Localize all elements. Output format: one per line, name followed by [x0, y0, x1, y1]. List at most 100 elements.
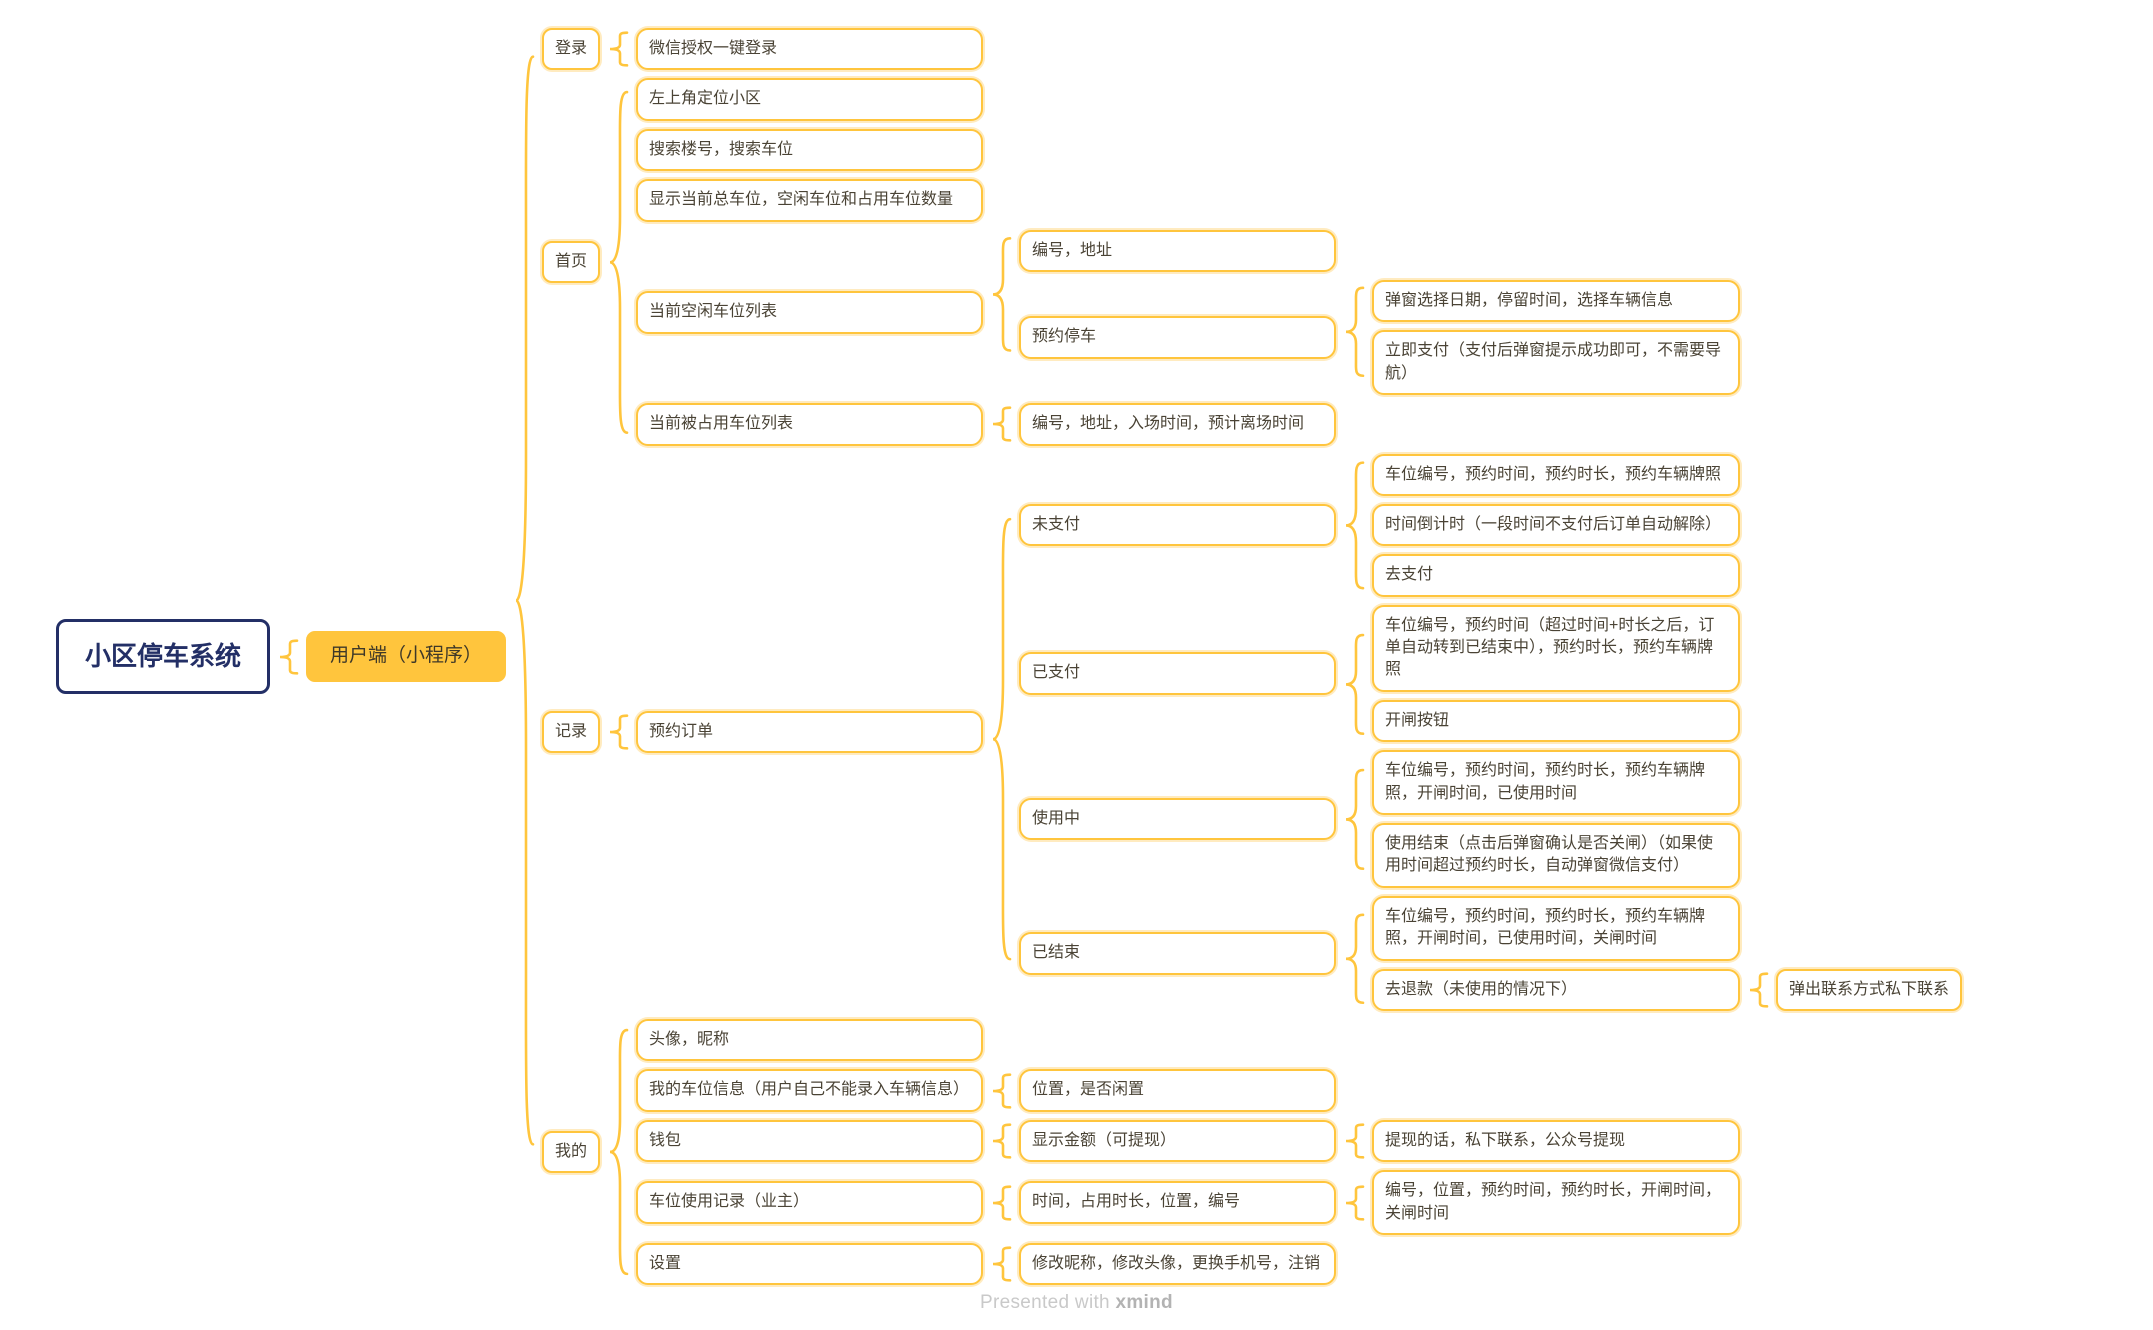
- topic-reserve-popup[interactable]: 弹窗选择日期，停留时间，选择车辆信息: [1372, 279, 1741, 323]
- children-of-records: 预约订单 未支付车位编号，预约时间，预约时长，预约车辆牌照时间倒计时（一段时间不支…: [636, 453, 1963, 1011]
- branch-paid-open-gate: 开闸按钮: [1372, 699, 1741, 743]
- topic-home-search[interactable]: 搜索楼号，搜索车位: [636, 128, 984, 172]
- children-of-paid: 车位编号，预约时间（超过时间+时长之后，订单自动转到已结束中），预约时长，预约车…: [1372, 604, 1741, 743]
- brace-connector-icon: [1341, 1124, 1367, 1158]
- topic-root[interactable]: 小区停车系统: [56, 619, 271, 694]
- topic-usage-detail[interactable]: 编号，位置，预约时间，预约时长，开闸时间，关闸时间: [1372, 1170, 1741, 1235]
- brace-wrap: [1341, 750, 1367, 888]
- topic-unpaid-gopay[interactable]: 去支付: [1372, 554, 1741, 597]
- topic-parking-location-idle[interactable]: 位置，是否闲置: [1019, 1069, 1337, 1112]
- brace-connector-icon: [988, 407, 1014, 441]
- branch-in-use: 使用中车位编号，预约时间，预约时长，预约车辆牌照，开闸时间，已使用时间使用结束（…: [1019, 750, 1962, 888]
- topic-records[interactable]: 记录: [542, 711, 601, 754]
- topic-usage-info[interactable]: 时间，占用时长，位置，编号: [1019, 1181, 1337, 1224]
- children-of-mine-settings: 修改昵称，修改头像，更换手机号，注销: [1019, 1242, 1337, 1286]
- topic-home-occupied-list[interactable]: 当前被占用车位列表: [636, 403, 984, 446]
- topic-inuse-end[interactable]: 使用结束（点击后弹窗确认是否关闸）（如果使用时间超过预约时长，自动弹窗微信支付）: [1372, 823, 1741, 888]
- brace-wrap: [511, 28, 537, 1285]
- topic-occupied-info[interactable]: 编号，地址，入场时间，预计离场时间: [1019, 403, 1337, 446]
- branch-root: 小区停车系统用户端（小程序）登录微信授权一键登录首页左上角定位小区搜索楼号，搜索…: [56, 28, 1963, 1286]
- branch-login: 登录微信授权一键登录: [542, 28, 1962, 71]
- brace-connector-icon: [1341, 768, 1367, 871]
- topic-home-stats[interactable]: 显示当前总车位，空闲车位和占用车位数量: [636, 179, 984, 222]
- brace-connector-icon: [1341, 633, 1367, 736]
- branch-wallet-balance: 显示金额（可提现） 提现的话，私下联系，公众号提现: [1019, 1119, 1741, 1163]
- branch-inuse-info: 车位编号，预约时间，预约时长，预约车辆牌照，开闸时间，已使用时间: [1372, 750, 1741, 816]
- brace-connector-icon: [1341, 460, 1367, 591]
- children-of-root: 用户端（小程序）登录微信授权一键登录首页左上角定位小区搜索楼号，搜索车位显示当前…: [306, 28, 1963, 1286]
- branch-inuse-end: 使用结束（点击后弹窗确认是否关闸）（如果使用时间超过预约时长，自动弹窗微信支付）: [1372, 823, 1741, 888]
- topic-unpaid[interactable]: 未支付: [1019, 503, 1337, 547]
- topic-paid-info[interactable]: 车位编号，预约时间（超过时间+时长之后，订单自动转到已结束中），预约时长，预约车…: [1372, 604, 1741, 692]
- brace-wrap: [1341, 1170, 1367, 1235]
- branch-refund-contact: 弹出联系方式私下联系: [1776, 968, 1963, 1011]
- brace-wrap: [988, 454, 1014, 1011]
- topic-unpaid-info[interactable]: 车位编号，预约时间，预约时长，预约车辆牌照: [1372, 453, 1741, 496]
- topic-finished[interactable]: 已结束: [1019, 932, 1337, 975]
- branch-reserve-orders: 预约订单 未支付车位编号，预约时间，预约时长，预约车辆牌照时间倒计时（一段时间不支…: [636, 453, 1963, 1011]
- topic-mine-parking-info[interactable]: 我的车位信息（用户自己不能录入车辆信息）: [636, 1069, 984, 1112]
- branch-home-occupied-list: 当前被占用车位列表编号，地址，入场时间，预计离场时间: [636, 403, 1740, 446]
- topic-reserve-orders[interactable]: 预约订单: [636, 711, 984, 754]
- topic-mine-avatar-nickname[interactable]: 头像，昵称: [636, 1018, 984, 1062]
- topic-wallet-balance[interactable]: 显示金额（可提现）: [1019, 1119, 1337, 1163]
- footer-text: Presented with: [980, 1292, 1116, 1313]
- brace-wrap: [605, 78, 631, 445]
- branch-mine-avatar-nickname: 头像，昵称: [636, 1018, 1740, 1062]
- branch-login-wechat-onekey: 微信授权一键登录: [636, 28, 984, 71]
- brace-wrap: [275, 28, 301, 1285]
- brace-connector-icon: [988, 1186, 1014, 1220]
- brace-wrap: [1341, 280, 1367, 395]
- topic-mine[interactable]: 我的: [542, 1130, 601, 1174]
- brace-connector-icon: [275, 640, 301, 674]
- brace-wrap: [988, 403, 1014, 445]
- branch-home-locate-community: 左上角定位小区: [636, 78, 1740, 121]
- branch-reserve-pay-now: 立即支付（支付后弹窗提示成功即可，不需要导航）: [1372, 330, 1741, 396]
- topic-finished-info[interactable]: 车位编号，预约时间，预约时长，预约车辆牌照，开闸时间，已使用时间，关闸时间: [1372, 895, 1741, 961]
- brace-wrap: [1341, 1120, 1367, 1162]
- brace-wrap: [605, 454, 631, 1011]
- topic-refund-contact[interactable]: 弹出联系方式私下联系: [1776, 968, 1963, 1011]
- topic-settings-actions[interactable]: 修改昵称，修改头像，更换手机号，注销: [1019, 1242, 1337, 1286]
- children-of-usage-info: 编号，位置，预约时间，预约时长，开闸时间，关闸时间: [1372, 1170, 1741, 1235]
- branch-occupied-info: 编号，地址，入场时间，预计离场时间: [1019, 403, 1337, 446]
- branch-unpaid-info: 车位编号，预约时间，预约时长，预约车辆牌照: [1372, 453, 1741, 496]
- branch-free-number-address: 编号，地址: [1019, 229, 1740, 272]
- children-of-home-occupied-list: 编号，地址，入场时间，预计离场时间: [1019, 403, 1337, 446]
- topic-home-locate-community[interactable]: 左上角定位小区: [636, 78, 984, 121]
- topic-unpaid-countdown[interactable]: 时间倒计时（一段时间不支付后订单自动解除）: [1372, 503, 1741, 547]
- topic-home-free-list[interactable]: 当前空闲车位列表: [636, 291, 984, 334]
- topic-login[interactable]: 登录: [542, 28, 601, 71]
- topic-paid-open-gate[interactable]: 开闸按钮: [1372, 699, 1741, 743]
- topic-mine-usage-records[interactable]: 车位使用记录（业主）: [636, 1181, 984, 1224]
- branch-free-reserve: 预约停车弹窗选择日期，停留时间，选择车辆信息立即支付（支付后弹窗提示成功即可，不…: [1019, 279, 1741, 396]
- topic-login-wechat-onekey[interactable]: 微信授权一键登录: [636, 28, 984, 71]
- children-of-in-use: 车位编号，预约时间，预约时长，预约车辆牌照，开闸时间，已使用时间使用结束（点击后…: [1372, 750, 1741, 888]
- brace-wrap: [1745, 969, 1771, 1011]
- topic-mine-wallet[interactable]: 钱包: [636, 1119, 984, 1163]
- topic-free-reserve[interactable]: 预约停车: [1019, 316, 1337, 359]
- brace-connector-icon: [605, 32, 631, 66]
- topic-inuse-info[interactable]: 车位编号，预约时间，预约时长，预约车辆牌照，开闸时间，已使用时间: [1372, 750, 1741, 816]
- branch-home: 首页左上角定位小区搜索楼号，搜索车位显示当前总车位，空闲车位和占用车位数量当前空…: [542, 78, 1962, 446]
- topic-home[interactable]: 首页: [542, 240, 601, 284]
- topic-free-number-address[interactable]: 编号，地址: [1019, 229, 1337, 272]
- topic-wallet-withdraw[interactable]: 提现的话，私下联系，公众号提现: [1372, 1119, 1741, 1163]
- children-of-mine-usage-records: 时间，占用时长，位置，编号编号，位置，预约时间，预约时长，开闸时间，关闸时间: [1019, 1170, 1741, 1235]
- branch-mine-settings: 设置修改昵称，修改头像，更换手机号，注销: [636, 1242, 1740, 1286]
- brace-wrap: [605, 1019, 631, 1285]
- topic-user-client[interactable]: 用户端（小程序）: [306, 631, 507, 682]
- topic-paid[interactable]: 已支付: [1019, 652, 1337, 695]
- children-of-user-client: 登录微信授权一键登录首页左上角定位小区搜索楼号，搜索车位显示当前总车位，空闲车位…: [542, 28, 1963, 1286]
- brace-connector-icon: [988, 236, 1014, 353]
- branch-parking-location-idle: 位置，是否闲置: [1019, 1069, 1337, 1112]
- topic-finished-refund[interactable]: 去退款（未使用的情况下）: [1372, 968, 1741, 1011]
- branch-home-free-list: 当前空闲车位列表编号，地址预约停车弹窗选择日期，停留时间，选择车辆信息立即支付（…: [636, 229, 1741, 396]
- topic-mine-settings[interactable]: 设置: [636, 1242, 984, 1286]
- topic-reserve-pay-now[interactable]: 立即支付（支付后弹窗提示成功即可，不需要导航）: [1372, 330, 1741, 396]
- brace-connector-icon: [988, 510, 1014, 968]
- topic-in-use[interactable]: 使用中: [1019, 797, 1337, 841]
- brace-connector-icon: [1341, 1186, 1367, 1220]
- brace-connector-icon: [988, 1124, 1014, 1158]
